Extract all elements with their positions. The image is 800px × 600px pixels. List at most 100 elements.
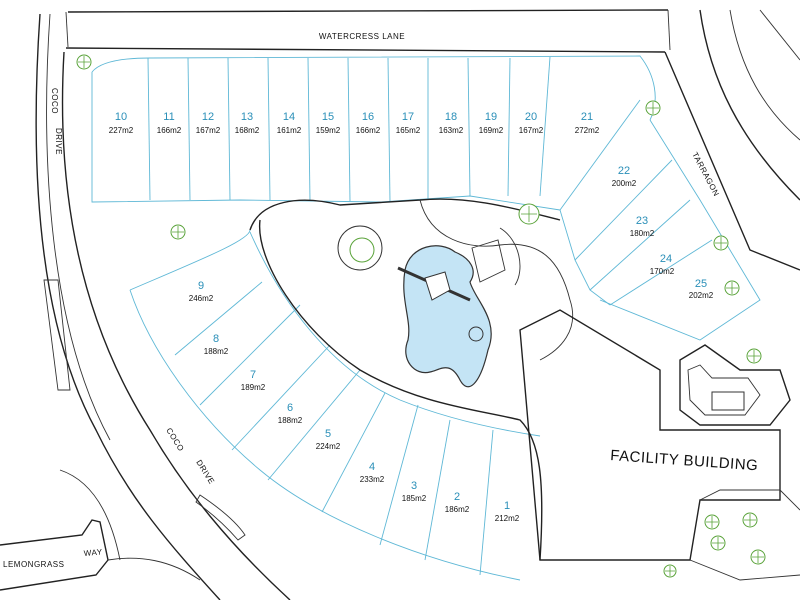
tree-icon: [170, 224, 186, 240]
lot-area: 166m2: [157, 126, 182, 135]
lot-6: 6 188m2: [278, 402, 303, 425]
lot-20: 20 167m2: [519, 111, 544, 135]
lot-area: 233m2: [360, 475, 385, 484]
lot-area: 163m2: [439, 126, 464, 135]
tree-icon: [750, 549, 766, 565]
lot-2: 2 186m2: [445, 491, 470, 514]
lot-area: 272m2: [575, 126, 600, 135]
lot-15: 15 159m2: [316, 111, 341, 135]
lot-1: 1 212m2: [495, 500, 520, 523]
way-label: WAY: [83, 547, 103, 558]
lot-17: 17 165m2: [396, 111, 421, 135]
lot-number: 20: [525, 111, 537, 123]
lot-boundaries: [91, 55, 761, 581]
lot-number: 15: [322, 111, 334, 123]
facility-building: [519, 309, 800, 581]
lot-number: 3: [411, 480, 417, 492]
lot-9: 9 246m2: [189, 280, 214, 303]
tree-icon: [704, 514, 720, 530]
lot-area: 170m2: [650, 267, 675, 276]
coco-drive-upper-label: COCO: [50, 88, 59, 114]
lot-number: 2: [454, 491, 460, 503]
trees: [76, 54, 766, 578]
coco-drive-lower-label: COCO: [164, 426, 185, 453]
lot-7: 7 189m2: [241, 369, 266, 392]
lot-3: 3 185m2: [402, 480, 427, 503]
tree-icon: [518, 203, 540, 225]
tree-icon: [663, 564, 677, 578]
lot-25: 25 202m2: [689, 278, 714, 300]
lot-number: 14: [283, 111, 295, 123]
lot-number: 24: [660, 253, 672, 265]
lot-12: 12 167m2: [196, 111, 221, 135]
tree-icon: [746, 348, 762, 364]
lot-4: 4 233m2: [360, 461, 385, 484]
tree-icon: [76, 54, 92, 70]
lot-22: 22 200m2: [612, 165, 637, 188]
lot-area: 189m2: [241, 383, 266, 392]
lot-number: 7: [250, 369, 256, 381]
lot-number: 9: [198, 280, 204, 292]
lot-area: 165m2: [396, 126, 421, 135]
lot-area: 212m2: [495, 514, 520, 523]
tarragon-road-label: TARRAGON: [690, 151, 721, 198]
lot-area: 161m2: [277, 126, 302, 135]
lot-area: 166m2: [356, 126, 381, 135]
lot-18: 18 163m2: [439, 111, 464, 135]
lot-14: 14 161m2: [277, 111, 302, 135]
watercress-lane-label: WATERCRESS LANE: [319, 32, 405, 41]
lot-number: 1: [504, 500, 510, 512]
lot-10: 10 227m2: [109, 111, 134, 135]
lot-5: 5 224m2: [316, 428, 341, 451]
lot-8: 8 188m2: [204, 333, 229, 356]
lot-21: 21 272m2: [575, 111, 600, 135]
facility-building-label: FACILITY BUILDING: [610, 447, 759, 474]
lot-number: 21: [581, 111, 593, 123]
tree-icon: [645, 100, 661, 116]
roads: [0, 9, 800, 600]
tree-icon: [710, 535, 726, 551]
lemongrass-label: LEMONGRASS: [3, 560, 64, 569]
lot-number: 11: [163, 111, 174, 123]
lot-16: 16 166m2: [356, 111, 381, 135]
lot-area: 186m2: [445, 505, 470, 514]
lot-area: 159m2: [316, 126, 341, 135]
lot-number: 8: [213, 333, 219, 345]
lot-number: 18: [445, 111, 457, 123]
lot-number: 4: [369, 461, 375, 473]
lot-number: 19: [485, 111, 497, 123]
lot-number: 16: [362, 111, 374, 123]
lot-number: 17: [402, 111, 414, 123]
lot-number: 10: [115, 111, 127, 123]
central-park: [249, 198, 574, 561]
tree-icon: [742, 512, 758, 528]
lot-19: 19 169m2: [479, 111, 504, 135]
lot-number: 13: [241, 111, 253, 123]
lot-24: 24 170m2: [650, 253, 675, 276]
lot-area: 202m2: [689, 291, 714, 300]
lot-23: 23 180m2: [630, 215, 655, 238]
lot-11: 11 166m2: [157, 111, 182, 135]
lot-area: 224m2: [316, 442, 341, 451]
lot-area: 168m2: [235, 126, 260, 135]
lot-13: 13 168m2: [235, 111, 260, 135]
lot-number: 5: [325, 428, 331, 440]
pond: [403, 245, 492, 388]
lot-area: 167m2: [519, 126, 544, 135]
lot-number: 22: [618, 165, 630, 177]
lot-number: 25: [695, 278, 707, 290]
lot-area: 246m2: [189, 294, 214, 303]
coco-drive-upper-drive-label: DRIVE: [54, 128, 63, 155]
lot-area: 180m2: [630, 229, 655, 238]
lot-labels: 1 212m2 2 186m2 3 185m2 4 233m2 5 224m2 …: [109, 111, 714, 523]
tree-icon: [713, 235, 729, 251]
lot-number: 12: [202, 111, 214, 123]
lot-area: 188m2: [278, 416, 303, 425]
lot-area: 188m2: [204, 347, 229, 356]
tree-icon: [724, 280, 740, 296]
lot-area: 169m2: [479, 126, 504, 135]
lot-area: 227m2: [109, 126, 134, 135]
lot-area: 185m2: [402, 494, 427, 503]
lot-number: 23: [636, 215, 648, 227]
